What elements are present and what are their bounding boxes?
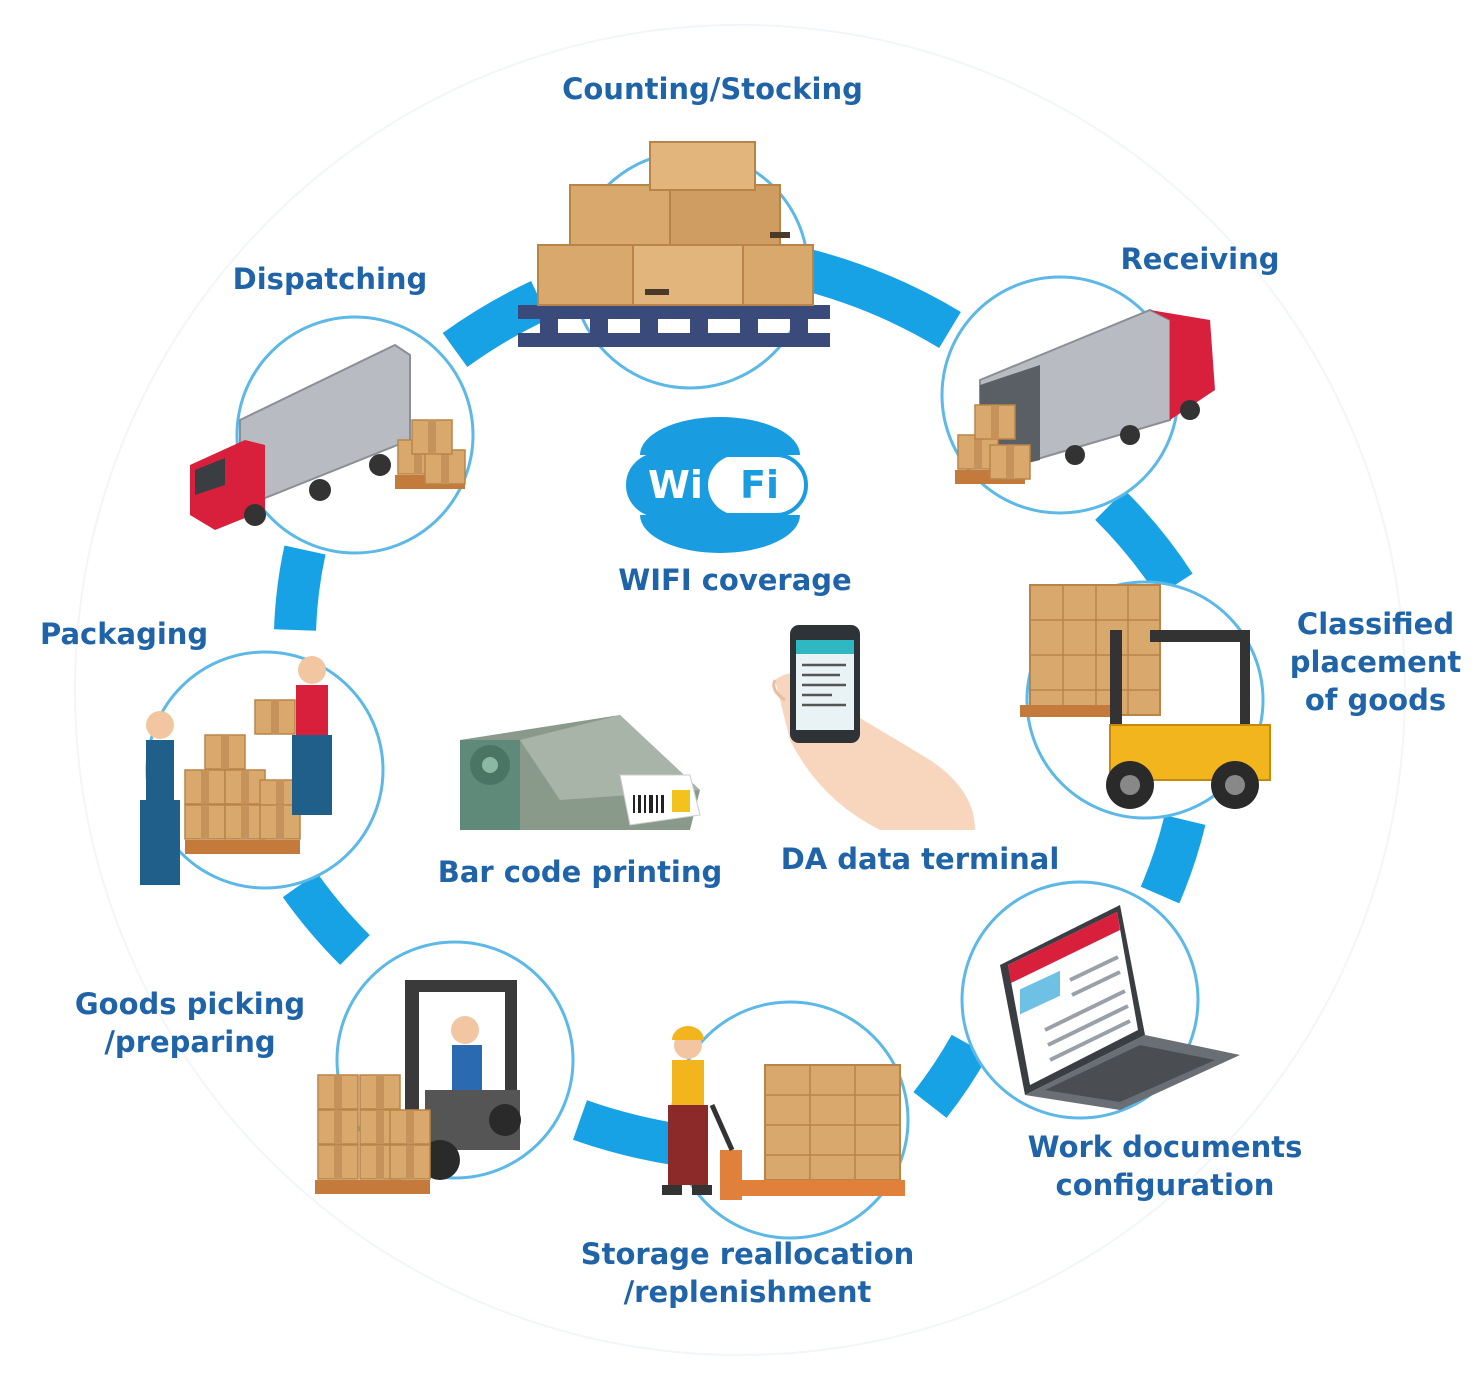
stage-label-counting: Counting/Stocking [562, 72, 863, 106]
wifi-caption: WIFI coverage [618, 563, 852, 597]
ring-arc-6 [573, 1100, 684, 1166]
stage-label-classified: Classified placement of goods [1289, 607, 1462, 717]
outer-halo [74, 24, 1406, 1356]
forklift-driver-icon [315, 980, 521, 1194]
stage-label-dispatching: Dispatching [232, 262, 428, 296]
barcode-printer-icon [460, 715, 701, 830]
stage-label-receiving: Receiving [1120, 242, 1280, 276]
forklift-shelf-icon [1020, 584, 1271, 809]
ring-arc-1 [442, 280, 550, 368]
barcode-caption: Bar code printing [437, 855, 723, 889]
stage-label-storage: Storage reallocation /replenishment [580, 1237, 915, 1309]
workers-packing-icon [140, 656, 332, 885]
ring-arc-5 [913, 1034, 989, 1118]
ring-arc-7 [282, 872, 370, 965]
laptop-icon [1000, 905, 1240, 1110]
stage-label-packaging: Packaging [40, 617, 209, 651]
ring-arc-3 [1095, 490, 1193, 597]
terminal-caption: DA data terminal [780, 842, 1060, 876]
wifi-left-text: Wi [648, 463, 703, 507]
stage-label-picking: Goods picking /preparing [74, 987, 306, 1059]
ring-arc-8 [274, 545, 326, 632]
truck-unloading-icon [955, 308, 1215, 484]
ring-arc-2 [794, 247, 961, 349]
cycle-ring [274, 247, 1206, 1166]
truck-dispatch-icon [190, 343, 466, 530]
stacked-boxes-pallet-icon [518, 141, 830, 347]
wifi-right-text: Fi [740, 463, 779, 507]
wifi-badge [626, 417, 808, 553]
pallet-jack-worker-icon [662, 1026, 905, 1200]
stage-label-workdocs: Work documents configuration [1027, 1130, 1303, 1202]
ring-arc-4 [1140, 814, 1206, 904]
handheld-terminal-icon [772, 625, 975, 830]
